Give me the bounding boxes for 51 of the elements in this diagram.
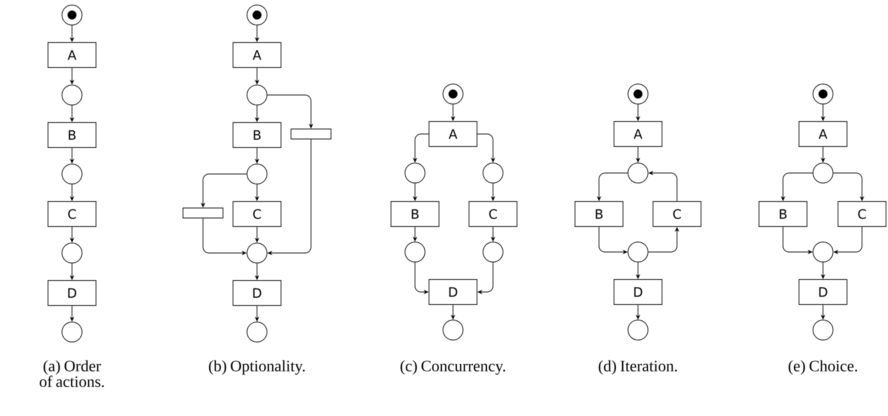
place-circle <box>62 84 82 106</box>
transition-box: C <box>652 201 702 227</box>
transition-box: D <box>614 279 662 305</box>
start-place <box>628 84 648 104</box>
transition-bar <box>182 208 224 218</box>
subfigure-caption: (a) Order of actions. <box>40 360 104 388</box>
place-circle <box>246 164 268 184</box>
place-circle <box>628 320 648 340</box>
place-circle <box>246 84 268 106</box>
transition-box: D <box>48 280 96 306</box>
place-circle <box>404 162 426 184</box>
place-circle <box>482 162 504 184</box>
start-place <box>442 84 464 104</box>
transition-box: B <box>48 122 96 148</box>
subfigure-caption: (d) Iteration. <box>598 360 677 375</box>
place-circle <box>246 322 268 342</box>
start-place <box>812 84 834 104</box>
place-circle <box>812 242 834 262</box>
place-circle <box>62 164 82 184</box>
transition-box: D <box>232 280 282 306</box>
transition-box: D <box>428 279 478 305</box>
place-circle <box>62 322 82 342</box>
place-circle <box>62 242 82 264</box>
transition-box: B <box>232 122 282 148</box>
transition-bar <box>290 128 332 140</box>
subfigure-caption: (b) Optionality. <box>208 360 305 375</box>
place-circle <box>628 242 648 262</box>
transition-box: A <box>428 121 478 147</box>
subfigure-caption: (e) Choice. <box>788 360 858 375</box>
transition-box: A <box>798 121 848 147</box>
place-circle <box>628 162 648 184</box>
transition-box: B <box>758 201 808 227</box>
place-circle <box>404 242 426 262</box>
transition-box: C <box>232 201 282 227</box>
transition-box: D <box>798 279 848 305</box>
transition-box: A <box>232 42 282 68</box>
subfigure-caption: (c) Concurrency. <box>400 360 506 375</box>
transition-box: C <box>838 201 886 227</box>
place-circle <box>246 242 268 264</box>
transition-box: C <box>468 201 518 227</box>
transition-box: B <box>390 201 440 227</box>
place-circle <box>812 162 834 184</box>
place-circle <box>442 320 464 340</box>
transition-box: B <box>574 201 624 227</box>
start-place <box>62 4 82 26</box>
start-place <box>246 4 268 26</box>
transition-box: A <box>614 121 662 147</box>
transition-box: A <box>48 42 96 68</box>
place-circle <box>482 242 504 262</box>
transition-box: C <box>48 201 96 227</box>
place-circle <box>812 320 834 340</box>
